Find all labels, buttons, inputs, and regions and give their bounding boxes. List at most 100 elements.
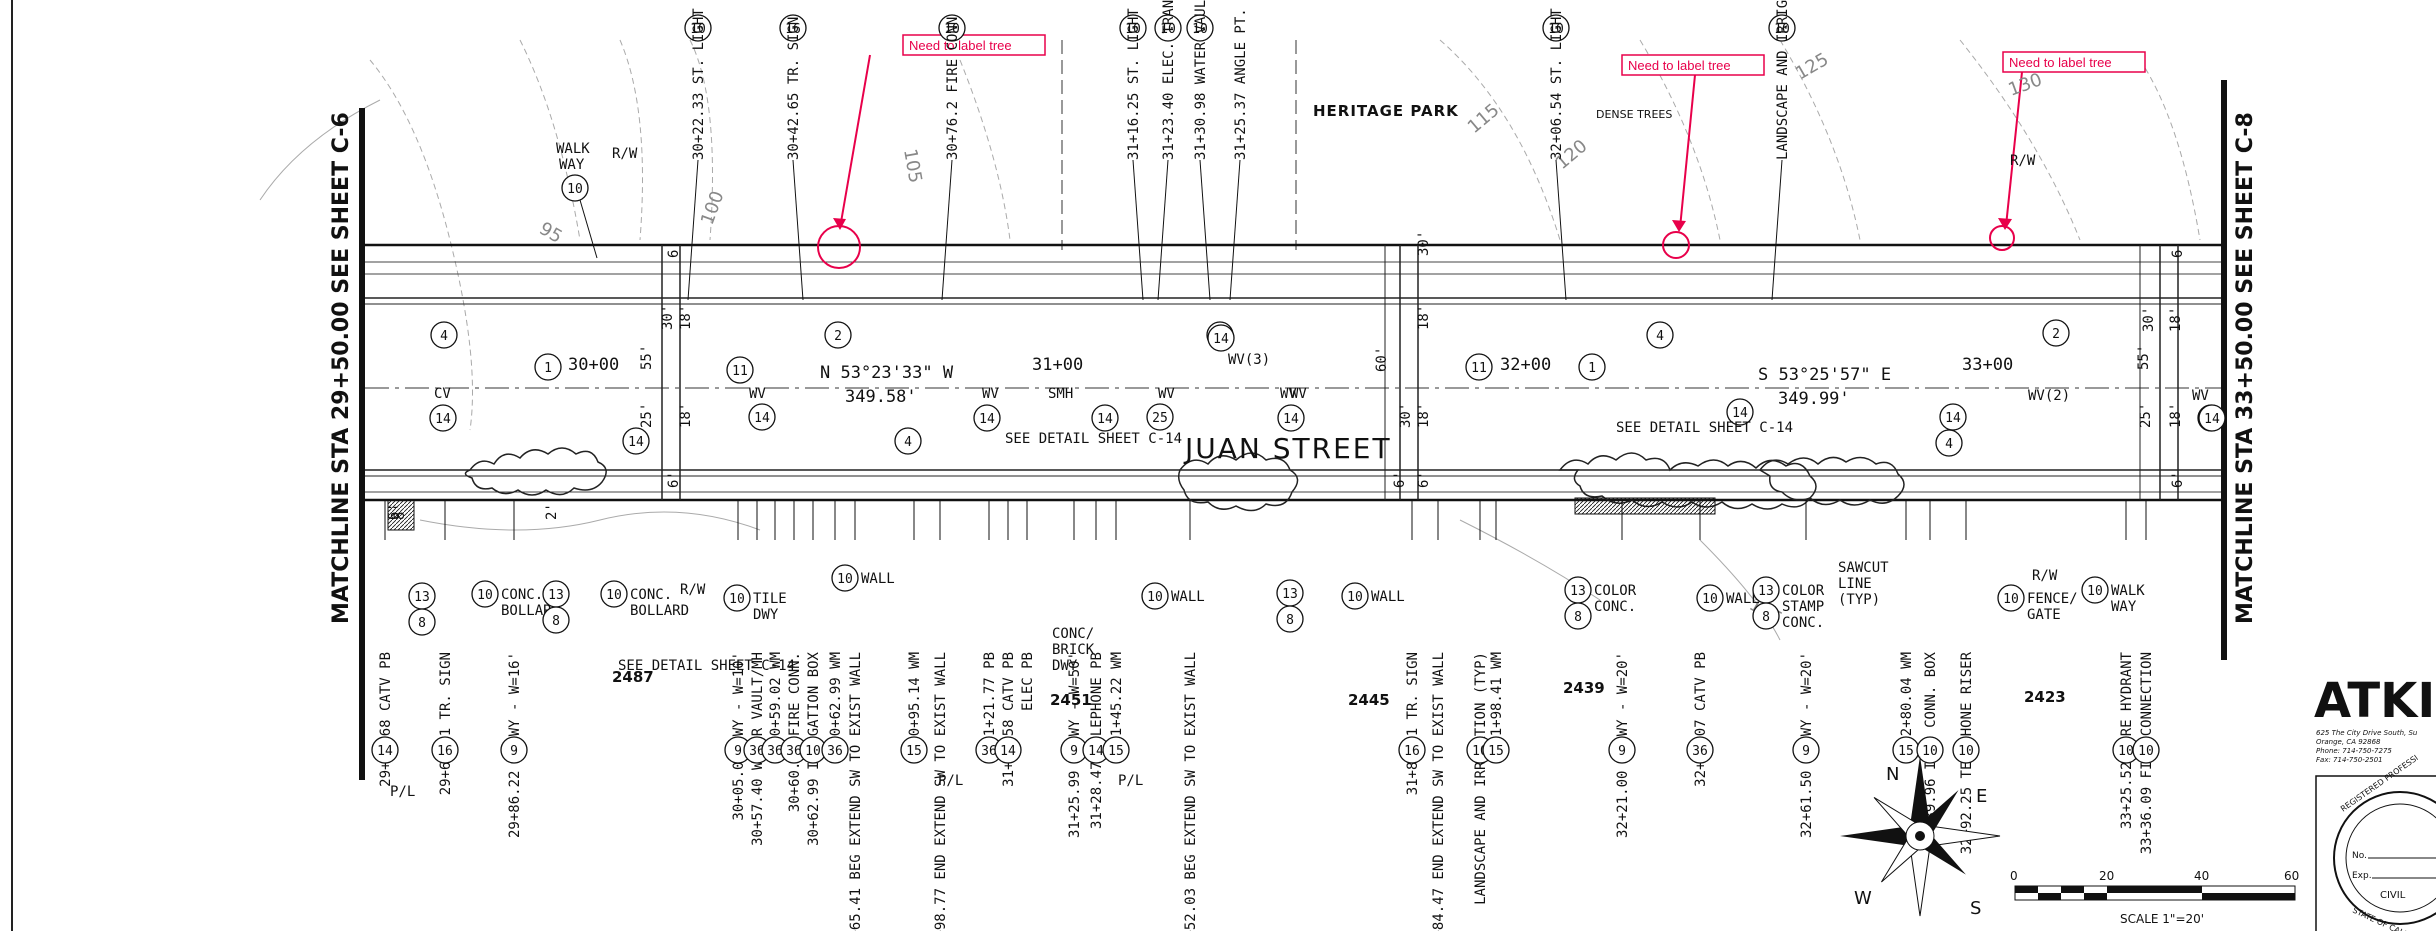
top-callout-bubble [684, 14, 712, 42]
matchline-right: MATCHLINE STA 33+50.00 SEE SHEET C-8 [2233, 112, 2258, 624]
top-callout-bubble [1154, 14, 1182, 42]
bottom-callout-bubble-num: 15 [906, 744, 922, 759]
bottom-callout-bubble-num: 36 [786, 744, 802, 759]
misc-bubble [723, 584, 751, 612]
bottom-callout-bubble [1398, 736, 1426, 764]
tree-marker-3 [1989, 225, 2015, 251]
top-callout-text: 31+25.37 ANGLE PT. [1233, 8, 1249, 160]
address-label: 2439 [1563, 679, 1605, 697]
plan-bubble [1578, 353, 1606, 381]
tree-marker-1 [817, 225, 861, 269]
misc-text-line: WALL [1726, 591, 1760, 607]
bottom-callout-bubble-num: 16 [437, 744, 453, 759]
plan-bubble-num: 4 [904, 435, 912, 450]
bottom-callout-bubble-num: 36 [981, 744, 997, 759]
dense-trees-label: DENSE TREES [1596, 108, 1672, 121]
bottom-callout: 32+61.50 ℄ DWY - W=20'9 [1792, 500, 1820, 838]
width-dim: 55' [639, 345, 655, 370]
bottom-callout-bubble [1916, 736, 1944, 764]
top-callout-bubble-num: 10 [944, 22, 960, 37]
bottom-callout: 30+60.73 FIRE CONN.36 [780, 500, 808, 812]
bottom-callout-text: 31+24.58 CATV PB [1001, 652, 1017, 787]
misc-text-line: WALL [1171, 589, 1205, 605]
svg-text:STATE OF CALIF: STATE OF CALIF [2351, 906, 2412, 931]
station-32: 32+00 [1500, 355, 1551, 375]
misc-item: 10 CONC.BOLLARD [600, 580, 689, 619]
svg-text:20: 20 [2099, 869, 2114, 883]
svg-text:No.: No. [2352, 851, 2367, 861]
misc-text-line: CONC. [501, 587, 543, 603]
bottom-callout-bubble-num: 15 [1108, 744, 1124, 759]
bottom-callout-bubble [1952, 736, 1980, 764]
width-dim: 6' [1392, 471, 1408, 488]
plan-bubble-num: 14 [435, 412, 451, 427]
bottom-callout: 30+62.99 IRRIGATION BOX10 [799, 500, 827, 846]
plan-bubble-num: 14 [628, 435, 644, 450]
misc-bubble-num: 10 [837, 572, 853, 587]
plan-bubble-num: 14 [2204, 412, 2220, 427]
bottom-callout-bubble [821, 736, 849, 764]
bottom-callout-bubble-num: 36 [1692, 744, 1708, 759]
misc-sub-bubble [1752, 602, 1780, 630]
misc-text-line: BOLLARD [630, 603, 689, 619]
misc-bubble [2081, 576, 2109, 604]
plan-bubble [1939, 403, 1967, 431]
bottom-callout-bubble-num: 14 [1000, 744, 1016, 759]
plan-bubble [1207, 324, 1235, 352]
misc-text-line: FENCE/ [2027, 591, 2078, 607]
bottom-callout-bubble [1608, 736, 1636, 764]
matchline-left: MATCHLINE STA 29+50.00 SEE SHEET C-6 [329, 112, 354, 624]
plan-bubble-num: 2 [834, 329, 842, 344]
plan-bubble [430, 321, 458, 349]
misc-item: 138 [1276, 579, 1304, 633]
bottom-callout-text: 29+66.41 TR. SIGN [438, 652, 454, 795]
tree-marker-2 [1662, 231, 1690, 259]
top-callout-text: 31+23.40 ELEC. TRANSFORMER [1161, 0, 1177, 160]
north-arrow: N E S W [1840, 756, 2001, 919]
station-30: 30+00 [568, 355, 619, 375]
bottom-callout-bubble-num: 9 [510, 744, 518, 759]
plan-bubble-num: 14 [1283, 412, 1299, 427]
misc-bubble-num: 10 [606, 588, 622, 603]
plan-label: SMH [1048, 386, 1073, 402]
svg-text:CIVIL: CIVIL [2380, 890, 2406, 901]
misc-sub-bubble [542, 606, 570, 634]
misc-bubble-num: 13 [1282, 587, 1298, 602]
misc-text-line: CONC. [630, 587, 672, 603]
company-block: ATKI 625 The City Drive South, Su Orange… [2314, 673, 2436, 931]
bottom-callout-bubble-num: 36 [749, 744, 765, 759]
top-callout-bubble [1119, 14, 1147, 42]
bottom-callout-bubble [1792, 736, 1820, 764]
misc-text-line: BRICK [1052, 642, 1095, 658]
width-dim: 6' [666, 241, 682, 258]
scale-bar: 0 20 40 60 SCALE 1"=20' [2010, 869, 2299, 926]
bottom-callout-bubble [900, 736, 928, 764]
bottom-callout-text: 32+43.07 CATV PB [1693, 652, 1709, 787]
bottom-callout-bubble-num: 36 [767, 744, 783, 759]
bottom-callout-text: 30+65.41 BEG EXTEND SW TO EXIST WALL [848, 652, 864, 931]
plan-bubble [1646, 321, 1674, 349]
note-2-text: Need to label tree [1628, 58, 1731, 73]
top-callout-text: 30+76.2 FIRE CONN [945, 17, 961, 160]
compass-w: W [1854, 888, 1872, 909]
width-dim: 30' [1398, 403, 1414, 428]
top-callout-bubble-num: 10 [1125, 22, 1141, 37]
misc-bubble-num: 10 [729, 592, 745, 607]
bottom-callout-bubble-num: 9 [1618, 744, 1626, 759]
address-label: 2423 [2024, 688, 2066, 706]
compass-s: S [1970, 898, 1981, 919]
bottom-callout-bubble-num: 36 [827, 744, 843, 759]
